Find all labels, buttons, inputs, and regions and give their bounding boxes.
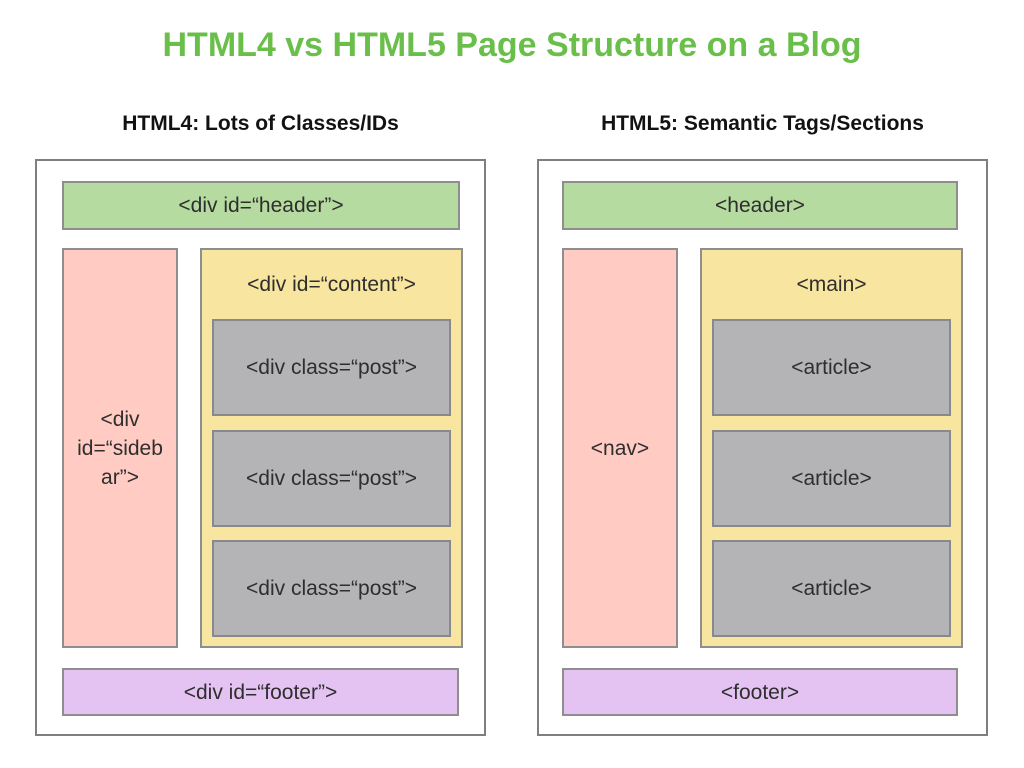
html4-sidebar-box: <div id=“sideb ar”> — [62, 248, 178, 648]
html4-post-box-3: <div class=“post”> — [212, 540, 451, 637]
html5-page-box: <header> <nav> <main> <article> <article… — [537, 159, 988, 736]
html4-footer-box: <div id=“footer”> — [62, 668, 459, 716]
html4-header-box: <div id=“header”> — [62, 181, 460, 230]
html4-header-label: <div id=“header”> — [178, 194, 344, 217]
html4-post-box-2: <div class=“post”> — [212, 430, 451, 527]
html5-footer-box: <footer> — [562, 668, 958, 716]
slide-title: HTML4 vs HTML5 Page Structure on a Blog — [162, 26, 862, 64]
html4-content-label: <div id=“content”> — [247, 273, 416, 296]
html5-article-label-3: <article> — [791, 577, 872, 600]
html4-post-box-1: <div class=“post”> — [212, 319, 451, 416]
html4-post-label-2: <div class=“post”> — [246, 467, 417, 490]
html5-heading: HTML5: Semantic Tags/Sections — [601, 112, 924, 135]
html4-post-label-1: <div class=“post”> — [246, 356, 417, 379]
html5-main-label-area: <main> — [702, 250, 961, 319]
html5-article-box-1: <article> — [712, 319, 951, 416]
html5-article-label-1: <article> — [791, 356, 872, 379]
html5-header-label: <header> — [715, 194, 805, 217]
html4-footer-label: <div id=“footer”> — [183, 680, 338, 704]
html5-main-box: <main> <article> <article> <article> — [700, 248, 963, 648]
html4-content-label-area: <div id=“content”> — [202, 250, 461, 319]
html4-sidebar-label: <div id=“sideb ar”> — [77, 407, 163, 489]
html5-main-label: <main> — [796, 273, 867, 296]
html5-footer-label: <footer> — [720, 680, 800, 704]
html5-article-box-2: <article> — [712, 430, 951, 527]
html4-content-box: <div id=“content”> <div class=“post”> <d… — [200, 248, 463, 648]
html4-page-box: <div id=“header”> <div id=“sideb ar”> <d… — [35, 159, 486, 736]
html5-article-box-3: <article> — [712, 540, 951, 637]
html4-post-label-3: <div class=“post”> — [246, 577, 417, 600]
html4-heading: HTML4: Lots of Classes/IDs — [122, 112, 399, 135]
html5-article-label-2: <article> — [791, 467, 872, 490]
html5-nav-box: <nav> — [562, 248, 678, 648]
html5-header-box: <header> — [562, 181, 958, 230]
html5-nav-label: <nav> — [590, 436, 650, 460]
